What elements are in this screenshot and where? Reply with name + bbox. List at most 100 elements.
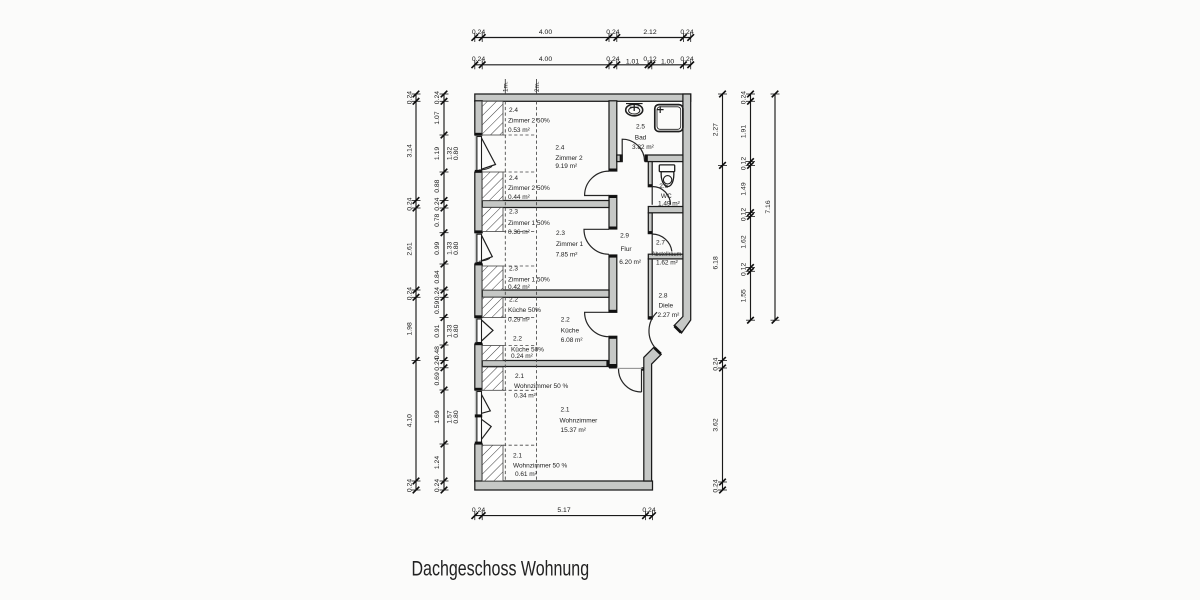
svg-text:0.80: 0.80 — [453, 241, 460, 254]
svg-text:2.3: 2.3 — [509, 209, 518, 216]
svg-text:2.27 m²: 2.27 m² — [658, 312, 681, 319]
svg-text:Diele: Diele — [659, 303, 674, 310]
svg-text:Dachgeschoss Wohnung: Dachgeschoss Wohnung — [412, 557, 590, 581]
svg-text:0.69: 0.69 — [434, 372, 441, 385]
svg-text:0.24: 0.24 — [712, 479, 719, 492]
svg-text:1.62: 1.62 — [740, 235, 747, 248]
svg-text:0.24: 0.24 — [606, 56, 619, 63]
svg-text:0.24: 0.24 — [642, 507, 655, 514]
svg-text:4.10: 4.10 — [406, 414, 413, 427]
svg-text:0.34 m²: 0.34 m² — [514, 393, 537, 400]
svg-text:0.24: 0.24 — [434, 91, 441, 104]
svg-text:3.62: 3.62 — [712, 418, 719, 431]
svg-text:1.91: 1.91 — [740, 125, 747, 138]
svg-text:0.24: 0.24 — [406, 197, 413, 210]
svg-text:2.4: 2.4 — [555, 144, 564, 151]
svg-text:Zimmer 1 50%: Zimmer 1 50% — [508, 220, 550, 227]
svg-text:1.33: 1.33 — [447, 324, 454, 337]
svg-text:0.78: 0.78 — [434, 213, 441, 226]
svg-text:2m.: 2m. — [534, 81, 541, 92]
svg-text:WC: WC — [661, 193, 672, 200]
svg-text:0.42 m²: 0.42 m² — [508, 284, 531, 291]
svg-text:0.91: 0.91 — [434, 324, 441, 337]
svg-text:0.24: 0.24 — [406, 287, 413, 300]
svg-text:Wohnzimmer 50 %: Wohnzimmer 50 % — [513, 463, 567, 470]
svg-text:0.48: 0.48 — [434, 346, 441, 359]
svg-text:9.19 m²: 9.19 m² — [555, 163, 578, 170]
svg-text:Zimmer 1 50%: Zimmer 1 50% — [508, 277, 550, 284]
svg-text:Wohnzimmer 50 %: Wohnzimmer 50 % — [514, 383, 568, 390]
svg-text:0.24: 0.24 — [434, 357, 441, 370]
svg-text:1.33: 1.33 — [447, 241, 454, 254]
svg-text:Wohnzimmer: Wohnzimmer — [560, 418, 599, 425]
svg-text:0.99: 0.99 — [434, 241, 441, 254]
svg-text:0.24: 0.24 — [606, 29, 619, 36]
svg-text:Flur: Flur — [621, 246, 633, 253]
svg-text:0.36 m²: 0.36 m² — [508, 229, 531, 236]
svg-text:0.80: 0.80 — [453, 324, 460, 337]
svg-text:2.7: 2.7 — [656, 240, 665, 247]
svg-text:0.24: 0.24 — [434, 479, 441, 492]
svg-text:2.9: 2.9 — [620, 233, 629, 240]
svg-text:0.24: 0.24 — [434, 287, 441, 300]
svg-text:Küche: Küche — [561, 328, 580, 335]
svg-text:2.1: 2.1 — [513, 453, 522, 460]
svg-text:2.4: 2.4 — [509, 107, 518, 114]
svg-text:Zimmer 1: Zimmer 1 — [556, 241, 584, 248]
svg-text:1.32: 1.32 — [447, 147, 454, 160]
svg-text:7.16: 7.16 — [765, 200, 772, 213]
svg-text:0.24: 0.24 — [680, 56, 693, 63]
svg-text:2.3: 2.3 — [509, 266, 518, 273]
svg-text:Zimmer 2: Zimmer 2 — [555, 155, 583, 162]
svg-text:1.62 m²: 1.62 m² — [656, 260, 679, 267]
svg-text:0.12: 0.12 — [740, 263, 747, 276]
svg-text:1.55: 1.55 — [740, 289, 747, 302]
svg-text:6.20 m²: 6.20 m² — [619, 259, 642, 266]
svg-text:2.8: 2.8 — [659, 293, 668, 300]
svg-text:0.12: 0.12 — [643, 56, 656, 63]
svg-text:4.00: 4.00 — [539, 56, 552, 63]
svg-text:0.24: 0.24 — [740, 91, 747, 104]
svg-text:2.61: 2.61 — [406, 242, 413, 255]
svg-text:3.14: 3.14 — [406, 144, 413, 157]
svg-text:0.59: 0.59 — [434, 301, 441, 314]
svg-text:0.24 m²: 0.24 m² — [511, 353, 534, 360]
svg-text:0.24: 0.24 — [472, 56, 485, 63]
svg-text:0.12: 0.12 — [740, 208, 747, 221]
svg-text:1.19: 1.19 — [434, 147, 441, 160]
svg-text:0.61 m²: 0.61 m² — [515, 471, 538, 478]
svg-text:1.00: 1.00 — [661, 59, 674, 66]
svg-text:1.57: 1.57 — [447, 410, 454, 423]
svg-text:1.24: 1.24 — [434, 456, 441, 469]
svg-text:0.24: 0.24 — [472, 507, 485, 514]
svg-text:2.2: 2.2 — [509, 297, 518, 304]
svg-text:1.07: 1.07 — [434, 111, 441, 124]
svg-text:0.24: 0.24 — [406, 479, 413, 492]
svg-text:Zimmer 2 50%: Zimmer 2 50% — [508, 185, 550, 192]
svg-text:5.17: 5.17 — [557, 507, 570, 514]
svg-text:1.49 m²: 1.49 m² — [658, 201, 681, 208]
svg-text:0.88: 0.88 — [434, 179, 441, 192]
svg-text:1.49: 1.49 — [740, 182, 747, 195]
svg-text:6.18: 6.18 — [712, 256, 719, 269]
svg-text:6.08 m²: 6.08 m² — [561, 337, 584, 344]
svg-text:4.00: 4.00 — [539, 29, 552, 36]
svg-text:0.80: 0.80 — [453, 147, 460, 160]
svg-text:7.85 m²: 7.85 m² — [556, 252, 579, 259]
svg-text:2.12: 2.12 — [643, 29, 656, 36]
svg-text:0.53 m²: 0.53 m² — [508, 127, 531, 134]
svg-text:0.80: 0.80 — [453, 410, 460, 423]
svg-text:1.01: 1.01 — [626, 59, 639, 66]
svg-text:2.5: 2.5 — [636, 124, 645, 131]
svg-text:0.44 m²: 0.44 m² — [508, 194, 531, 201]
svg-text:Bad: Bad — [635, 135, 647, 142]
svg-text:0.24: 0.24 — [680, 29, 693, 36]
svg-text:2.27: 2.27 — [712, 123, 719, 136]
svg-text:0.29 m²: 0.29 m² — [508, 317, 531, 324]
svg-text:1.69: 1.69 — [434, 410, 441, 423]
svg-text:1m.: 1m. — [503, 81, 510, 92]
svg-text:2.3: 2.3 — [556, 230, 565, 237]
svg-text:Zimmer 2 50%: Zimmer 2 50% — [508, 118, 550, 125]
svg-text:2.4: 2.4 — [509, 175, 518, 182]
svg-text:0.84: 0.84 — [434, 270, 441, 283]
